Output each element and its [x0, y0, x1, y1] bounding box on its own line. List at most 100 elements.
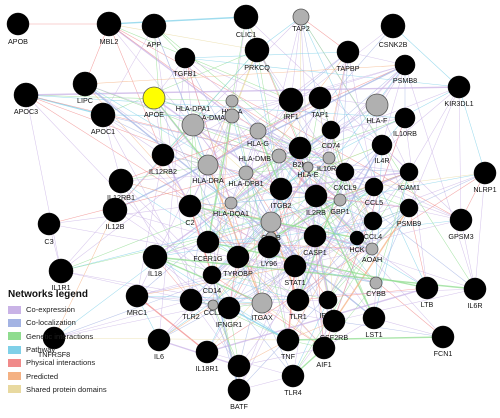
node-mbl2[interactable]: MBL2	[96, 11, 122, 46]
node-il12rb1[interactable]: IL12RB1	[107, 168, 135, 202]
node-il10ra[interactable]: IL10RA	[317, 151, 341, 173]
node-circle[interactable]	[202, 265, 222, 285]
node-tlr4[interactable]: TLR4	[281, 364, 305, 397]
node-apoc3[interactable]: APOC3	[13, 82, 39, 116]
node-gbp1[interactable]: GBP1	[330, 193, 350, 216]
node-circle[interactable]	[224, 108, 240, 124]
node-circle[interactable]	[225, 94, 239, 108]
node-hla-dmb[interactable]: HLA-DMB	[239, 148, 287, 164]
node-circle[interactable]	[108, 168, 134, 194]
node-hla-dma[interactable]: HLA-DMA	[193, 108, 240, 124]
node-nlrp1[interactable]: NLRP1	[473, 161, 497, 194]
node-apoc1[interactable]: APOC1	[90, 102, 116, 136]
node-il10rb[interactable]: IL10RB	[393, 107, 417, 138]
node-circle[interactable]	[415, 276, 439, 300]
node-circle[interactable]	[271, 148, 287, 164]
node-circle[interactable]	[363, 211, 383, 231]
node-circle[interactable]	[449, 208, 473, 232]
node-il6[interactable]: IL6	[147, 328, 171, 361]
node-il2rb[interactable]: IL2RB	[304, 184, 328, 217]
node-hck[interactable]: HCK	[349, 230, 365, 254]
node-tap1[interactable]: TAP1	[308, 86, 332, 119]
node-circle[interactable]	[399, 198, 419, 218]
node-circle[interactable]	[151, 143, 175, 167]
node-mrc1[interactable]: MRC1	[125, 284, 149, 317]
node-circle[interactable]	[37, 212, 61, 236]
node-circle[interactable]	[463, 277, 487, 301]
node-tnfrsf8[interactable]: TNFRSF8	[38, 326, 70, 359]
node-circle[interactable]	[364, 177, 384, 197]
node-circle[interactable]	[286, 288, 310, 312]
node-fcn1[interactable]: FCN1	[431, 325, 455, 358]
node-circle[interactable]	[197, 154, 219, 176]
node-circle[interactable]	[322, 309, 346, 333]
node-kir3dl1[interactable]: KIR3DL1	[444, 75, 474, 108]
node-circle[interactable]	[312, 336, 336, 360]
node-circle[interactable]	[217, 296, 241, 320]
node-cd74[interactable]: CD74	[321, 120, 341, 150]
node-circle[interactable]	[365, 93, 389, 117]
node-circle[interactable]	[399, 162, 419, 182]
node-circle[interactable]	[48, 258, 74, 284]
node-circle[interactable]	[233, 4, 259, 30]
node-lipc[interactable]: LIPC	[72, 71, 98, 105]
node-circle[interactable]	[249, 122, 267, 140]
node-ly96[interactable]: LY96	[257, 235, 281, 268]
node-tapbp[interactable]: TAPBP	[336, 40, 360, 73]
node-tnf[interactable]: TNF	[276, 328, 300, 361]
node-tyrobp[interactable]: TYROBP	[223, 245, 253, 278]
node-aoah[interactable]: AOAH	[362, 242, 382, 264]
node-itgb2[interactable]: ITGB2	[269, 177, 293, 210]
node-c2[interactable]: C2	[178, 194, 202, 227]
node-ccl5[interactable]: CCL5	[364, 177, 384, 207]
node-fcer1g[interactable]: FCER1G	[193, 230, 223, 263]
node-il18r1[interactable]: IL18R1	[195, 340, 219, 373]
node-circle[interactable]	[125, 284, 149, 308]
node-tlr2[interactable]: TLR2	[179, 288, 203, 321]
node-tap2[interactable]: TAP2	[292, 8, 310, 33]
node-tgfb1[interactable]: TGFB1	[173, 47, 197, 78]
node-casp1[interactable]: CASP1	[303, 224, 327, 257]
node-itgax[interactable]: ITGAX	[251, 292, 273, 322]
node-circle[interactable]	[227, 354, 251, 378]
node-circle[interactable]	[447, 75, 471, 99]
node-circle[interactable]	[224, 196, 238, 210]
node-apob[interactable]: APOB	[6, 12, 30, 46]
node-il18[interactable]: IL18	[142, 244, 168, 278]
node-hla-dpa1[interactable]: HLA-DPA1	[176, 104, 211, 137]
node-il6r[interactable]: IL6R	[463, 277, 487, 310]
node-circle[interactable]	[227, 378, 251, 402]
node-circle[interactable]	[308, 86, 332, 110]
node-ifngr1[interactable]: IFNGR1	[216, 296, 242, 329]
node-circle[interactable]	[394, 107, 416, 129]
node-il12rb2[interactable]: IL12RB2	[149, 143, 177, 176]
node-circle[interactable]	[394, 54, 416, 76]
node-b2m[interactable]: B2M	[288, 136, 312, 169]
node-circle[interactable]	[322, 151, 336, 165]
node-circle[interactable]	[336, 40, 360, 64]
node-circle[interactable]	[207, 299, 219, 311]
node-circle[interactable]	[141, 13, 167, 39]
node-circle[interactable]	[365, 242, 379, 256]
node-circle[interactable]	[178, 194, 202, 218]
node-circle[interactable]	[278, 87, 304, 113]
node-csnk2b[interactable]: CSNK2B	[379, 13, 408, 49]
node-irf1[interactable]: IRF1	[278, 87, 304, 121]
node-hla-g[interactable]: HLA-G	[247, 122, 269, 148]
node-circle[interactable]	[276, 328, 300, 352]
node-apoe[interactable]: APOE	[142, 86, 166, 119]
node-app[interactable]: APP	[141, 13, 167, 49]
node-lst1[interactable]: LST1	[362, 306, 386, 339]
node-circle[interactable]	[380, 13, 406, 39]
node-circle[interactable]	[269, 177, 293, 201]
node-hla-dra[interactable]: HLA-DRA	[192, 154, 224, 185]
node-ccl2[interactable]: CCL2	[204, 299, 222, 317]
node-circle[interactable]	[179, 288, 203, 312]
node-circle[interactable]	[196, 230, 220, 254]
node-il4r[interactable]: IL4R	[371, 134, 393, 165]
node-circle[interactable]	[281, 364, 305, 388]
node-clic1[interactable]: CLIC1	[233, 4, 259, 39]
node-circle[interactable]	[473, 161, 497, 185]
node-hla-f[interactable]: HLA-F	[365, 93, 389, 125]
node-circle[interactable]	[371, 134, 393, 156]
